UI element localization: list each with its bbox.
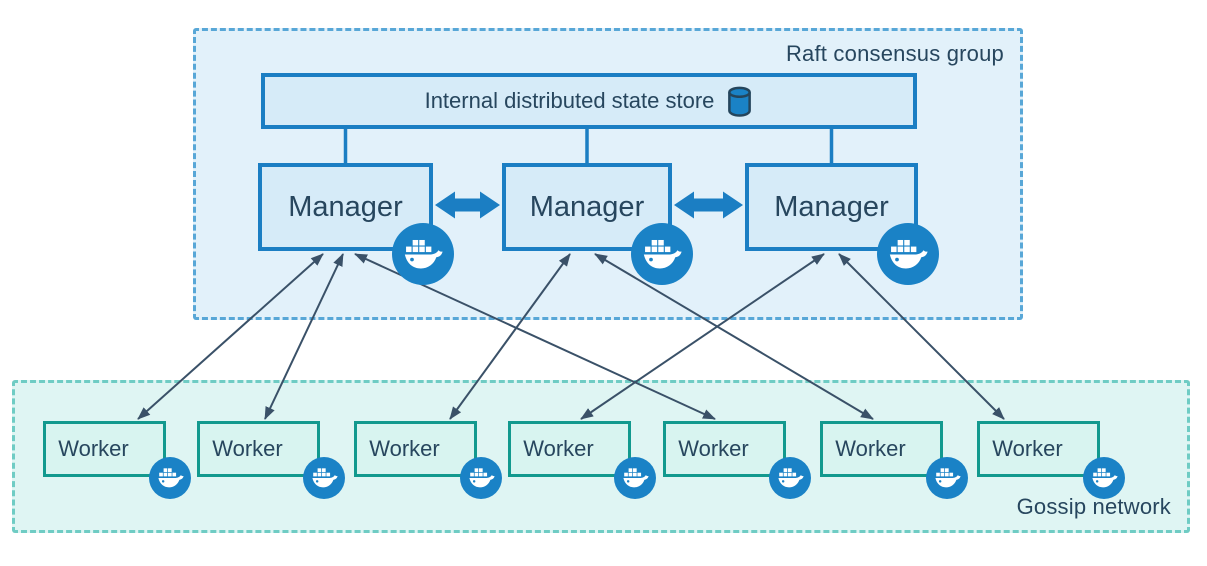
manager-2-box: Manager — [502, 163, 693, 285]
worker-7-box: Worker — [977, 421, 1125, 499]
docker-logo-badge — [631, 223, 693, 285]
docker-logo-badge — [149, 457, 191, 499]
docker-logo-badge — [614, 457, 656, 499]
manager-3-box: Manager — [745, 163, 939, 285]
docker-whale-icon — [1091, 468, 1118, 488]
state-store-label: Internal distributed state store — [424, 88, 715, 113]
manager-label: Manager — [288, 190, 403, 223]
docker-whale-icon — [404, 239, 443, 268]
raft-group-label: Raft consensus group — [785, 41, 1004, 66]
docker-logo-badge — [769, 457, 811, 499]
worker-label: Worker — [992, 436, 1063, 461]
docker-logo-badge — [877, 223, 939, 285]
worker-label: Worker — [212, 436, 283, 461]
docker-logo-badge — [1083, 457, 1125, 499]
worker-label: Worker — [369, 436, 440, 461]
worker-label: Worker — [58, 436, 129, 461]
worker-4-box: Worker — [508, 421, 656, 499]
manager-label: Manager — [529, 190, 645, 223]
docker-whale-icon — [468, 468, 495, 488]
docker-whale-icon — [622, 468, 649, 488]
state-store-box: Internal distributed state store — [261, 73, 917, 129]
database-cylinder-icon — [726, 86, 753, 117]
docker-whale-icon — [643, 239, 682, 268]
worker-6-box: Worker — [820, 421, 968, 499]
docker-whale-icon — [934, 468, 961, 488]
worker-1-box: Worker — [43, 421, 191, 499]
worker-label: Worker — [523, 436, 594, 461]
docker-logo-badge — [926, 457, 968, 499]
gossip-group-label: Gossip network — [1016, 494, 1171, 519]
docker-logo-badge — [460, 457, 502, 499]
docker-whale-icon — [777, 468, 804, 488]
worker-2-box: Worker — [197, 421, 345, 499]
docker-logo-badge — [303, 457, 345, 499]
manager-label: Manager — [774, 190, 889, 223]
worker-3-box: Worker — [354, 421, 502, 499]
docker-logo-badge — [392, 223, 454, 285]
worker-label: Worker — [678, 436, 749, 461]
docker-whale-icon — [157, 468, 184, 488]
manager-1-box: Manager — [258, 163, 454, 285]
docker-whale-icon — [889, 239, 928, 268]
docker-whale-icon — [311, 468, 338, 488]
worker-label: Worker — [835, 436, 906, 461]
worker-5-box: Worker — [663, 421, 811, 499]
